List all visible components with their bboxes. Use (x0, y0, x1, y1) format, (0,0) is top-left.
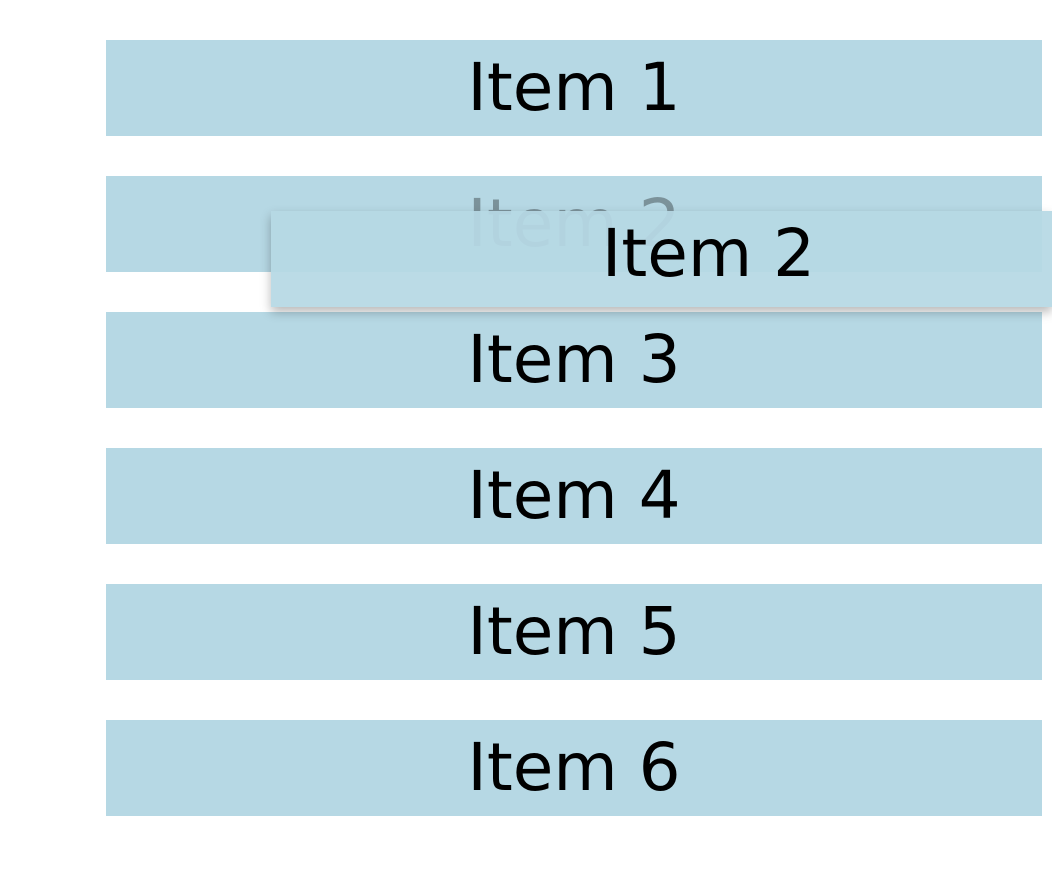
dragged-item-2[interactable]: Item 2 (271, 211, 1052, 307)
list-item-6[interactable]: Item 6 (106, 720, 1042, 816)
list-item-4[interactable]: Item 4 (106, 448, 1042, 544)
sortable-list: Item 1 Item 2 Item 3 Item 4 Item 5 Item … (106, 40, 1042, 856)
list-item-1[interactable]: Item 1 (106, 40, 1042, 136)
list-item-5[interactable]: Item 5 (106, 584, 1042, 680)
list-item-3[interactable]: Item 3 (106, 312, 1042, 408)
